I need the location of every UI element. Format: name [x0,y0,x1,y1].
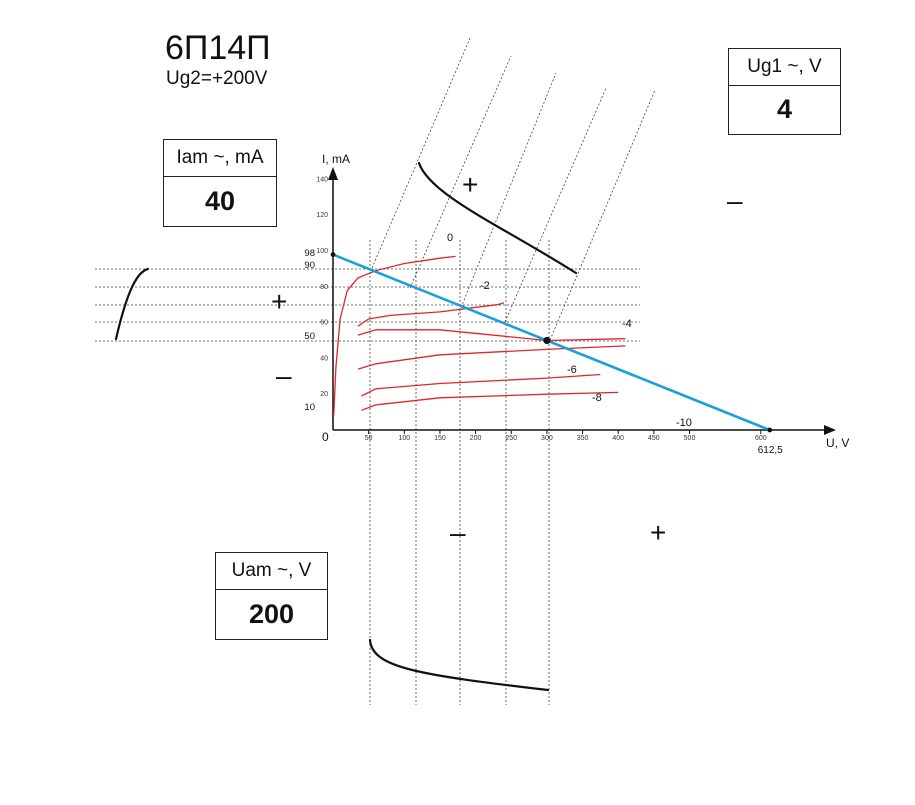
y-tick-label: 60 [320,320,328,327]
grid-voltage-amplitude-value: 4 [776,94,793,124]
grid-projection-line [371,37,471,269]
grid-voltage-amplitude-box: Ug1 ~, V 4 [728,48,841,135]
y-mark-label: 98 [304,248,315,259]
characteristic-curve [357,302,505,327]
minus-sign-current: – [276,360,292,391]
x-mark-label: 612,5 [758,445,783,456]
grid-voltage-amplitude-label: Ug1 ~, V [729,49,840,86]
grid-voltage-waveform [417,161,578,275]
y-mark-label: 10 [304,402,315,413]
x-tick-label: 200 [470,435,482,442]
curve-grid-voltage-label: -4 [622,318,632,330]
curve-grid-voltage-label: -10 [676,417,692,429]
x-tick-label: 600 [755,435,767,442]
grid-projection-line [504,87,607,323]
x-tick-label: 150 [434,435,446,442]
anode-voltage-waveform [368,638,550,692]
anode-current-amplitude-box: Iam ~, mA 40 [163,139,277,227]
minus-sign-grid: – [727,185,743,216]
y-tick-label: 40 [320,355,328,362]
x-tick-label: 300 [541,435,553,442]
anode-voltage-amplitude-value: 200 [248,599,295,629]
x-tick-label: 450 [648,435,660,442]
anode-voltage-amplitude-label: Uam ~, V [216,553,327,590]
origin-label: 0 [322,430,329,444]
anode-current-waveform [114,267,150,341]
y-axis-label: I, mA [322,152,350,166]
load-line [332,253,771,432]
grid-projection-line [457,72,557,316]
y-mark-label: 90 [304,260,315,271]
x-tick-label: 250 [505,435,517,442]
load-line-end-point [767,427,773,433]
curve-grid-voltage-label: -6 [567,364,577,376]
x-tick-label: 50 [365,435,373,442]
y-tick-label: 140 [316,176,328,183]
anode-voltage-amplitude-box: Uam ~, V 200 [215,552,328,640]
grid-projection-line [549,89,656,341]
characteristic-curve [357,345,626,370]
x-tick-label: 100 [398,435,410,442]
x-tick-label: 350 [577,435,589,442]
y-tick-label: 120 [316,212,328,219]
tube-title: 6П14П [165,29,271,67]
y-tick-label: 100 [316,248,328,255]
minus-sign-voltage: – [450,517,466,548]
x-tick-label: 400 [612,435,624,442]
x-tick-label: 500 [684,435,696,442]
x-axis-label: U, V [826,436,849,450]
plus-sign-current: + [271,286,288,317]
curve-grid-voltage-label: -8 [592,392,602,404]
y-tick-label: 80 [320,284,328,291]
y-mark-label: 50 [304,331,315,342]
y-tick-label: 20 [320,391,328,398]
characteristic-curve [357,329,626,342]
screen-grid-voltage: Ug2=+200V [166,68,268,89]
operating-point [543,336,551,345]
grid-projection-line [409,55,512,289]
characteristic-curve [361,373,601,397]
characteristic-curve [333,255,456,416]
curve-grid-voltage-label: 0 [447,232,453,244]
x-axis-arrow [824,425,836,435]
anode-current-amplitude-value: 40 [204,186,236,216]
anode-current-amplitude-label: Iam ~, mA [164,140,276,177]
characteristic-curve [361,391,619,411]
curve-grid-voltage-label: -2 [480,280,490,292]
load-line-start-point [330,252,336,257]
y-axis-arrow [328,167,338,180]
plus-sign-voltage: + [650,517,667,548]
plus-sign-grid: + [462,169,479,200]
